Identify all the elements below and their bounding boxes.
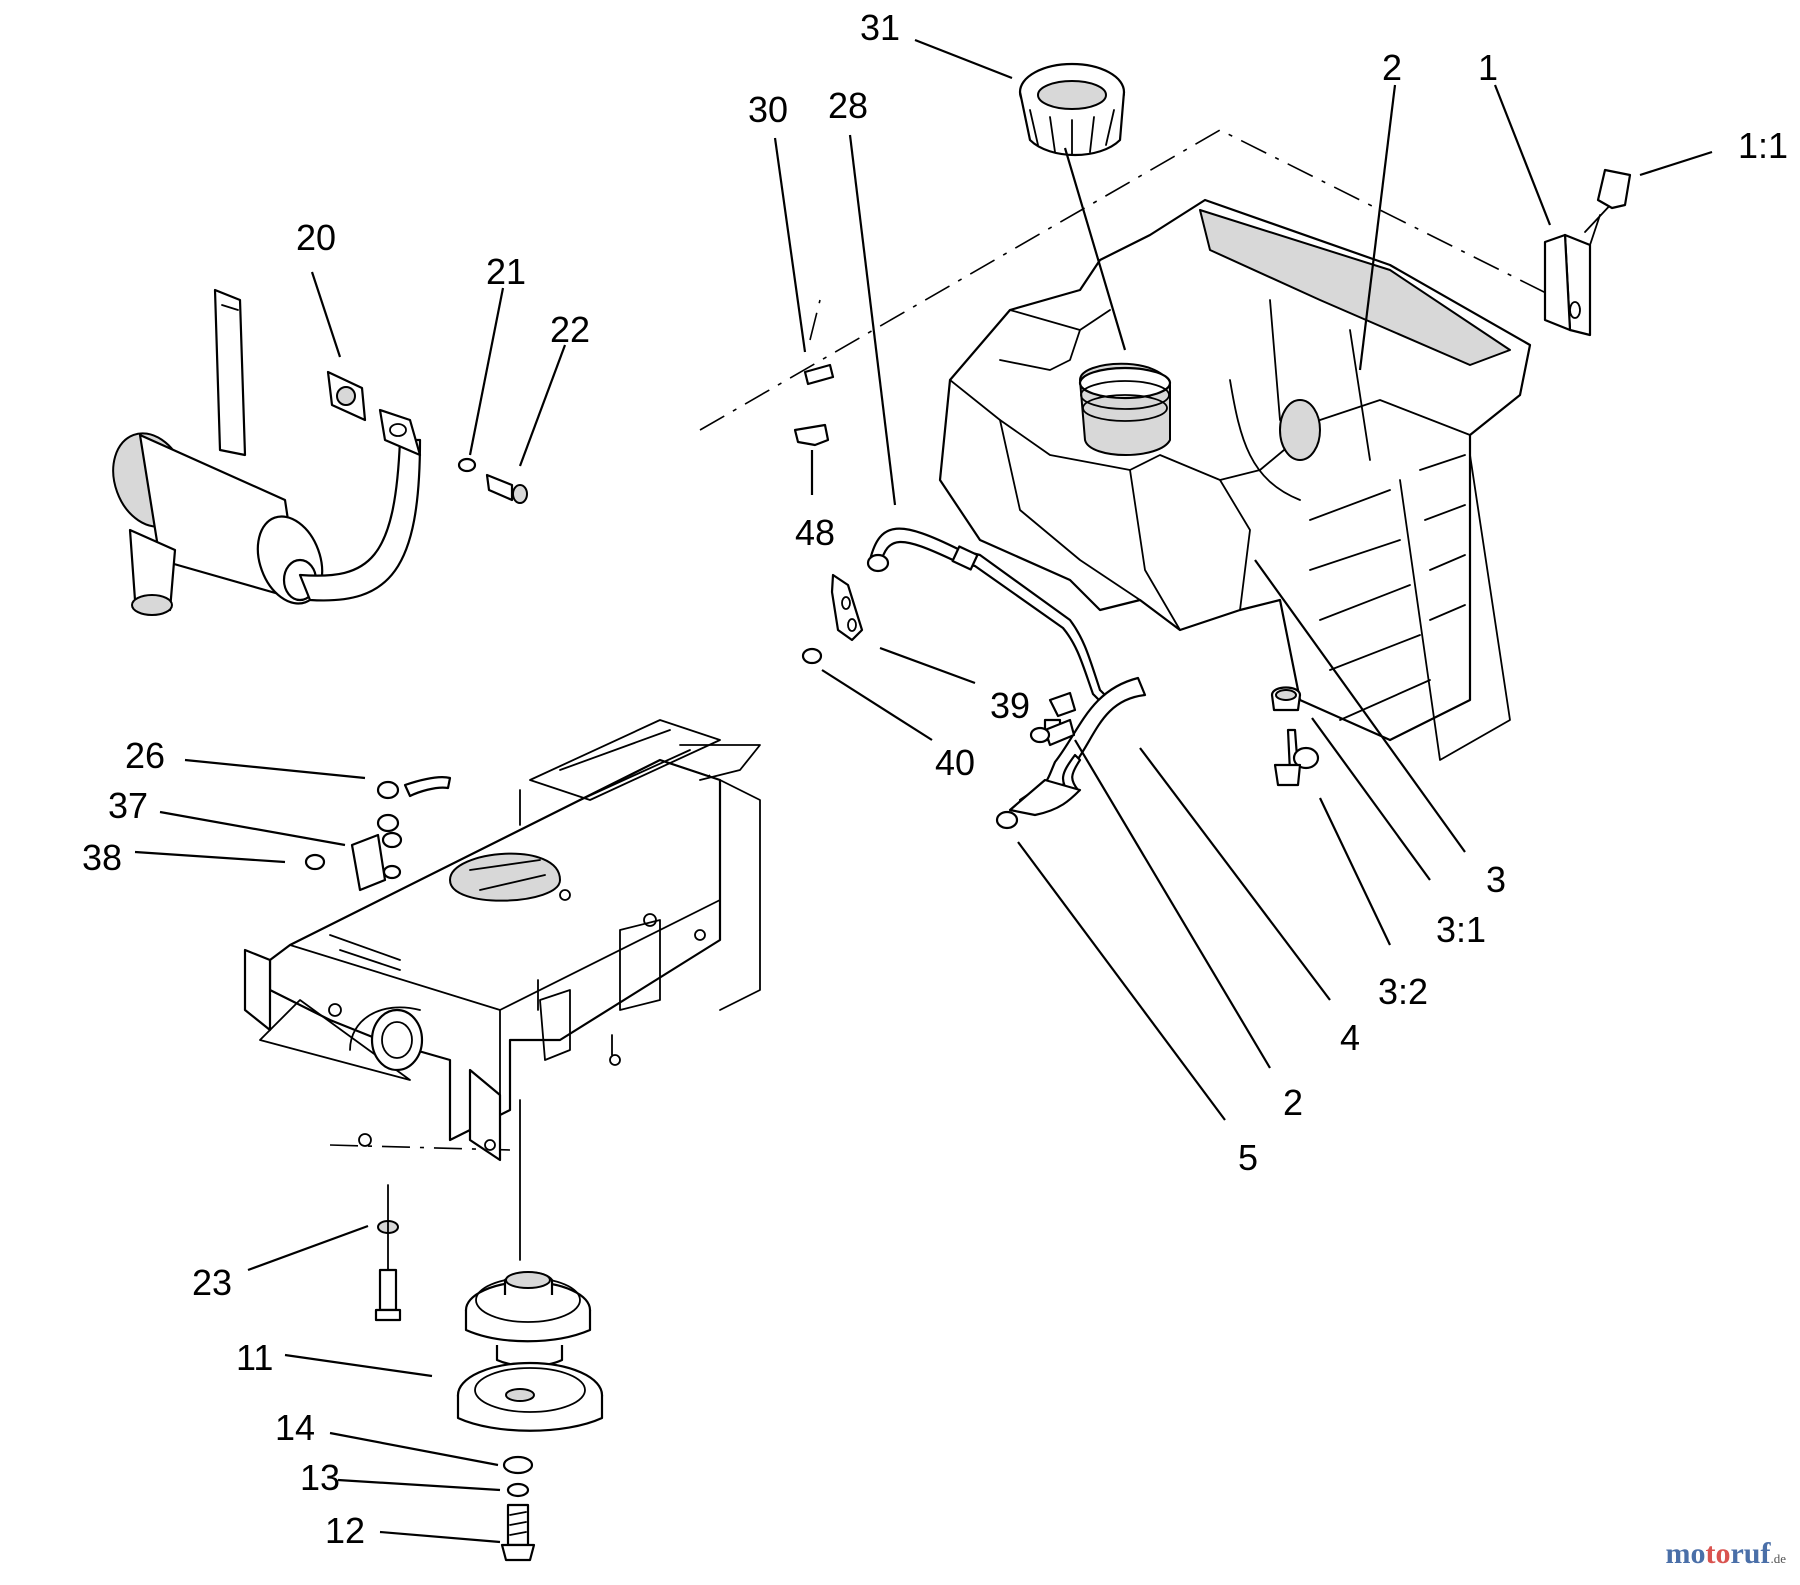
callout-13: 13 [300, 1457, 340, 1498]
callout-28: 28 [828, 85, 868, 126]
callout-14: 14 [275, 1407, 315, 1448]
callout-23: 23 [192, 1262, 232, 1303]
alignment-line [329, 1144, 511, 1151]
alignment-line [699, 129, 1561, 431]
callout-38: 38 [82, 837, 122, 878]
callout-1: 1 [1478, 47, 1498, 88]
callout-2: 2 [1382, 47, 1402, 88]
callout-11: 11 [236, 1337, 273, 1378]
fuel-hose [995, 676, 1147, 830]
callout-22: 22 [550, 309, 590, 350]
watermark-part2: to [1705, 1537, 1731, 1570]
callout-3-1: 3:1 [1436, 909, 1486, 950]
engine-mount-frame [243, 719, 761, 1162]
callout-20: 20 [296, 217, 336, 258]
fuel-cap [1018, 62, 1126, 156]
callout-31: 31 [860, 7, 900, 48]
watermark-logo: motoruf.de [1665, 1537, 1786, 1571]
watermark-part1: mo [1665, 1537, 1706, 1570]
clip-part [793, 363, 835, 447]
callout-12: 12 [325, 1510, 365, 1551]
callout-4: 4 [1340, 1017, 1360, 1058]
callout-numbers: 31 2 1 1:1 30 28 20 21 22 48 39 40 26 37… [82, 7, 1788, 1551]
callout-37: 37 [108, 785, 148, 826]
callout-2-lower: 2 [1283, 1082, 1303, 1123]
fuel-tank-assembly [938, 198, 1532, 761]
fuel-gauge-assembly [1543, 168, 1632, 337]
callout-3: 3 [1486, 859, 1506, 900]
engine-pulley [374, 1099, 604, 1562]
callout-21: 21 [486, 251, 526, 292]
callout-1-1: 1:1 [1738, 125, 1788, 166]
bracket-fasteners [304, 776, 452, 892]
callout-40: 40 [935, 742, 975, 783]
callout-5: 5 [1238, 1137, 1258, 1178]
callout-30: 30 [748, 89, 788, 130]
callout-48: 48 [795, 512, 835, 553]
muffler-assembly [112, 288, 528, 616]
leader-lines [134, 38, 1713, 1544]
watermark-tld: .de [1770, 1551, 1786, 1566]
fuel-shutoff-valve [1270, 686, 1320, 787]
watermark-part3: ruf [1730, 1537, 1771, 1570]
callout-39: 39 [990, 685, 1030, 726]
callout-3-2: 3:2 [1378, 971, 1428, 1012]
callout-26: 26 [125, 735, 165, 776]
alignment-line [809, 299, 821, 341]
